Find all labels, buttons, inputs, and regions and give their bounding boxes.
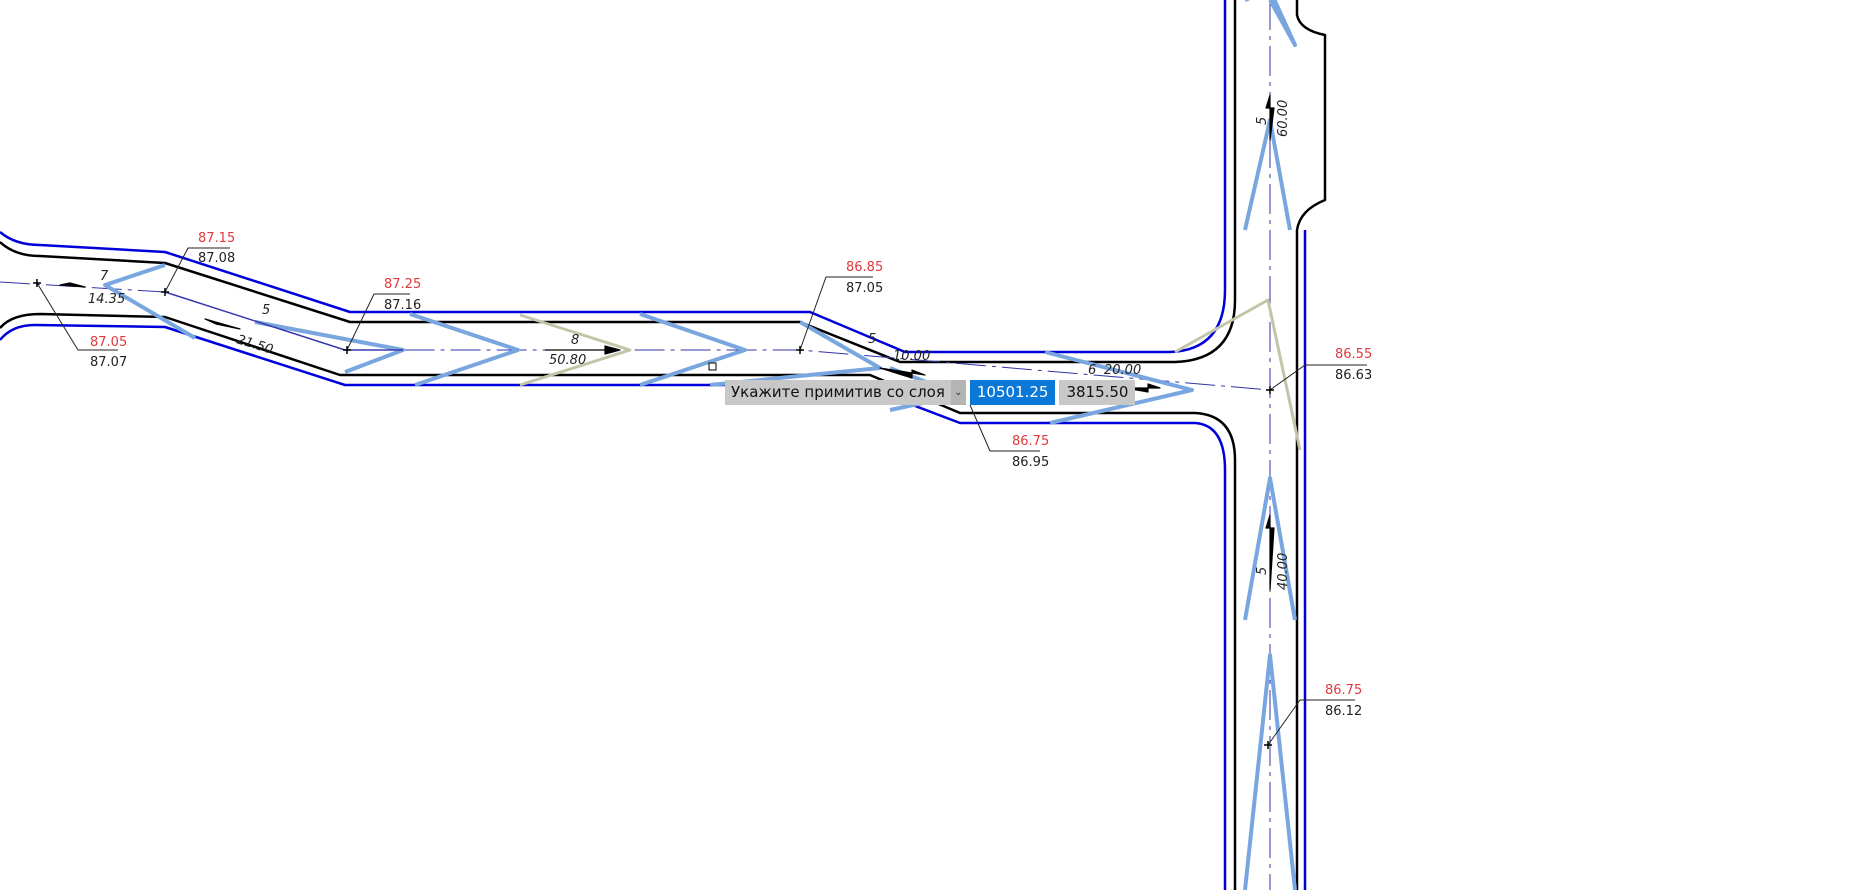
slope-length: 14.35 — [88, 292, 125, 307]
arrow-icon — [1124, 383, 1161, 393]
slope-value: 8 — [571, 333, 579, 348]
slope-value: 5 — [1255, 567, 1270, 575]
design-elevation: 86.55 — [1335, 347, 1372, 362]
x-coordinate-input[interactable]: 10501.25 — [969, 380, 1056, 405]
slope-value: 7 — [100, 269, 109, 284]
slope-length: 40.00 — [1276, 553, 1291, 590]
prompt-select[interactable]: Укажите примитив со слоя ⌄ — [725, 380, 966, 405]
slope-length: 60.00 — [1276, 100, 1291, 137]
design-elevation: 87.25 — [384, 277, 421, 292]
existing-elevation: 87.07 — [90, 355, 127, 370]
chevron-down-icon[interactable]: ⌄ — [950, 380, 966, 405]
existing-elevation: 86.63 — [1335, 368, 1372, 383]
gray-boundary — [519, 298, 1302, 451]
slope-length: 10.00 — [893, 349, 930, 364]
slope-value: 5 — [1255, 117, 1270, 125]
dynamic-input-prompt: Укажите примитив со слоя ⌄ 10501.25 3815… — [725, 380, 1136, 405]
design-elevation: 87.15 — [198, 231, 235, 246]
road-outline-bottom — [0, 323, 1227, 890]
arrow-icon — [1265, 94, 1275, 141]
slope-value: 5 — [868, 332, 876, 347]
slope-symbols — [103, 0, 1297, 890]
slope-length: 20.00 — [1104, 363, 1141, 378]
existing-elevation: 86.95 — [1012, 455, 1049, 470]
arrow-icon — [545, 345, 621, 355]
design-elevation: 86.75 — [1325, 683, 1362, 698]
slope-length: 50.80 — [549, 353, 586, 368]
road-outline-top — [0, 0, 1227, 354]
design-elevation: 87.05 — [90, 335, 127, 350]
point-markers — [33, 279, 1274, 749]
arrow-icon — [204, 318, 241, 330]
arrow-icon — [1265, 514, 1275, 591]
existing-elevation: 87.16 — [384, 298, 421, 313]
slope-length: 21.50 — [235, 332, 275, 357]
existing-elevation: 87.05 — [846, 281, 883, 296]
cursor-pickbox — [708, 362, 717, 371]
road-curb-top — [0, 0, 1237, 364]
slope-value: 6 — [1088, 363, 1096, 378]
prompt-label: Укажите примитив со слоя — [731, 383, 945, 401]
slope-direction-lines — [164, 291, 403, 351]
y-coordinate-input[interactable]: 3815.50 — [1059, 380, 1136, 405]
arrow-icon — [879, 367, 926, 379]
road-curb-right — [1295, 0, 1327, 890]
slope-value: 5 — [262, 303, 270, 318]
existing-elevation: 87.08 — [198, 251, 235, 266]
arrow-icon — [59, 282, 86, 288]
leader-lines — [36, 247, 1367, 746]
design-elevation: 86.85 — [846, 260, 883, 275]
design-elevation: 86.75 — [1012, 434, 1049, 449]
existing-elevation: 86.12 — [1325, 704, 1362, 719]
